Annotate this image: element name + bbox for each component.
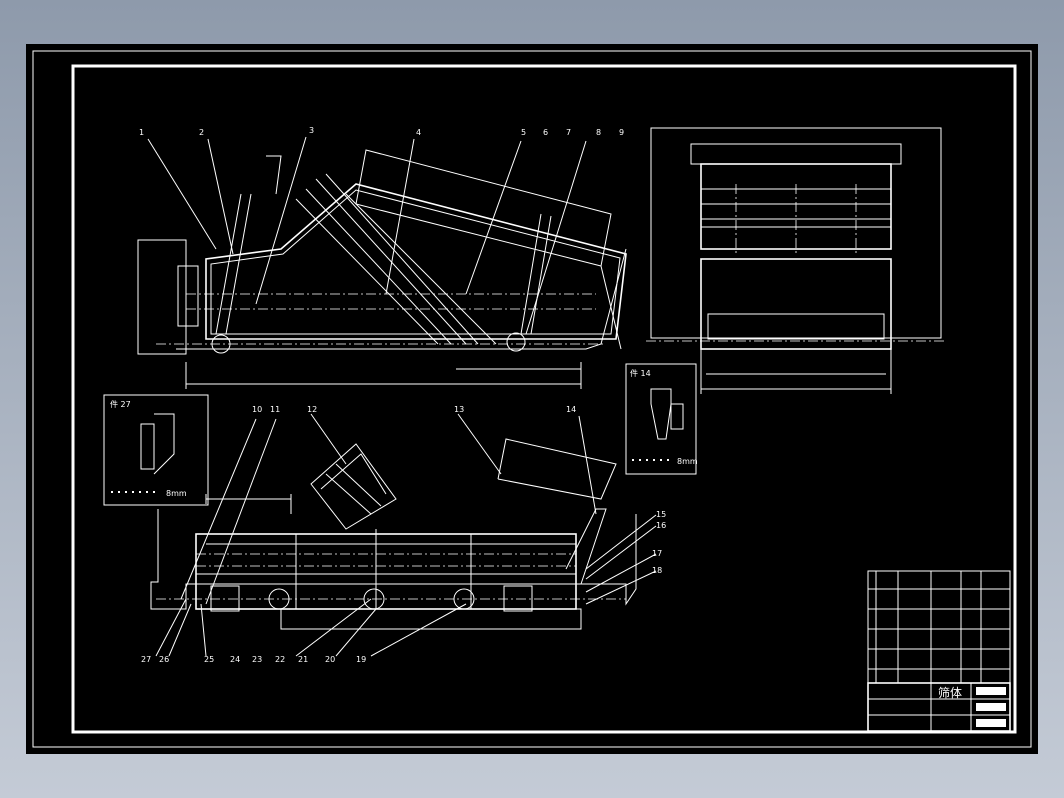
balloon-7: 7 — [566, 128, 571, 137]
detail-14-scale: 8mm — [677, 457, 698, 466]
parts-list — [867, 570, 1011, 684]
detail-27-title: 件 27 — [110, 399, 131, 409]
balloon-11: 11 — [270, 405, 280, 414]
balloon-8: 8 — [596, 128, 601, 137]
balloon-15: 15 — [656, 510, 666, 519]
balloon-20: 20 — [325, 655, 335, 664]
balloon-19: 19 — [356, 655, 366, 664]
drawing-canvas: 1 2 3 4 5 6 7 8 9 件 27 8mm — [32, 50, 1032, 748]
title-block: 筛体 — [867, 682, 1011, 732]
detail-27: 件 27 8mm — [103, 394, 209, 506]
balloon-4: 4 — [416, 128, 421, 137]
balloon-2: 2 — [199, 128, 204, 137]
balloon-row-bottom: 19 20 21 22 23 24 25 26 27 — [141, 655, 366, 664]
plan-view-bottom — [150, 413, 657, 657]
balloon-1: 1 — [139, 128, 144, 137]
detail-14-title: 件 14 — [630, 368, 651, 378]
balloon-col-right: 15 16 17 18 — [652, 510, 666, 575]
balloon-3: 3 — [309, 126, 314, 135]
balloon-row-top: 1 2 3 4 5 6 7 8 9 — [139, 126, 624, 137]
detail-14: 件 14 8mm — [625, 363, 698, 475]
balloon-10: 10 — [252, 405, 262, 414]
balloon-12: 12 — [307, 405, 317, 414]
inner-border — [71, 64, 1017, 734]
balloon-26: 26 — [159, 655, 169, 664]
balloon-6: 6 — [543, 128, 548, 137]
end-view — [646, 127, 946, 394]
balloon-17: 17 — [652, 549, 662, 558]
balloon-row-bottom-top: 10 11 12 13 14 — [252, 405, 576, 414]
outer-border — [32, 50, 1032, 748]
side-view-top — [137, 136, 627, 389]
balloon-14: 14 — [566, 405, 576, 414]
balloon-23: 23 — [252, 655, 262, 664]
balloon-27: 27 — [141, 655, 151, 664]
balloon-9: 9 — [619, 128, 624, 137]
balloon-16: 16 — [656, 521, 666, 530]
balloon-24: 24 — [230, 655, 240, 664]
detail-27-scale: 8mm — [166, 489, 187, 498]
balloon-22: 22 — [275, 655, 285, 664]
balloon-21: 21 — [298, 655, 308, 664]
part-name: 筛体 — [938, 685, 962, 700]
balloon-13: 13 — [454, 405, 464, 414]
balloon-5: 5 — [521, 128, 526, 137]
balloon-25: 25 — [204, 655, 214, 664]
cad-viewport[interactable]: 1 2 3 4 5 6 7 8 9 件 27 8mm — [26, 44, 1038, 754]
balloon-18: 18 — [652, 566, 662, 575]
